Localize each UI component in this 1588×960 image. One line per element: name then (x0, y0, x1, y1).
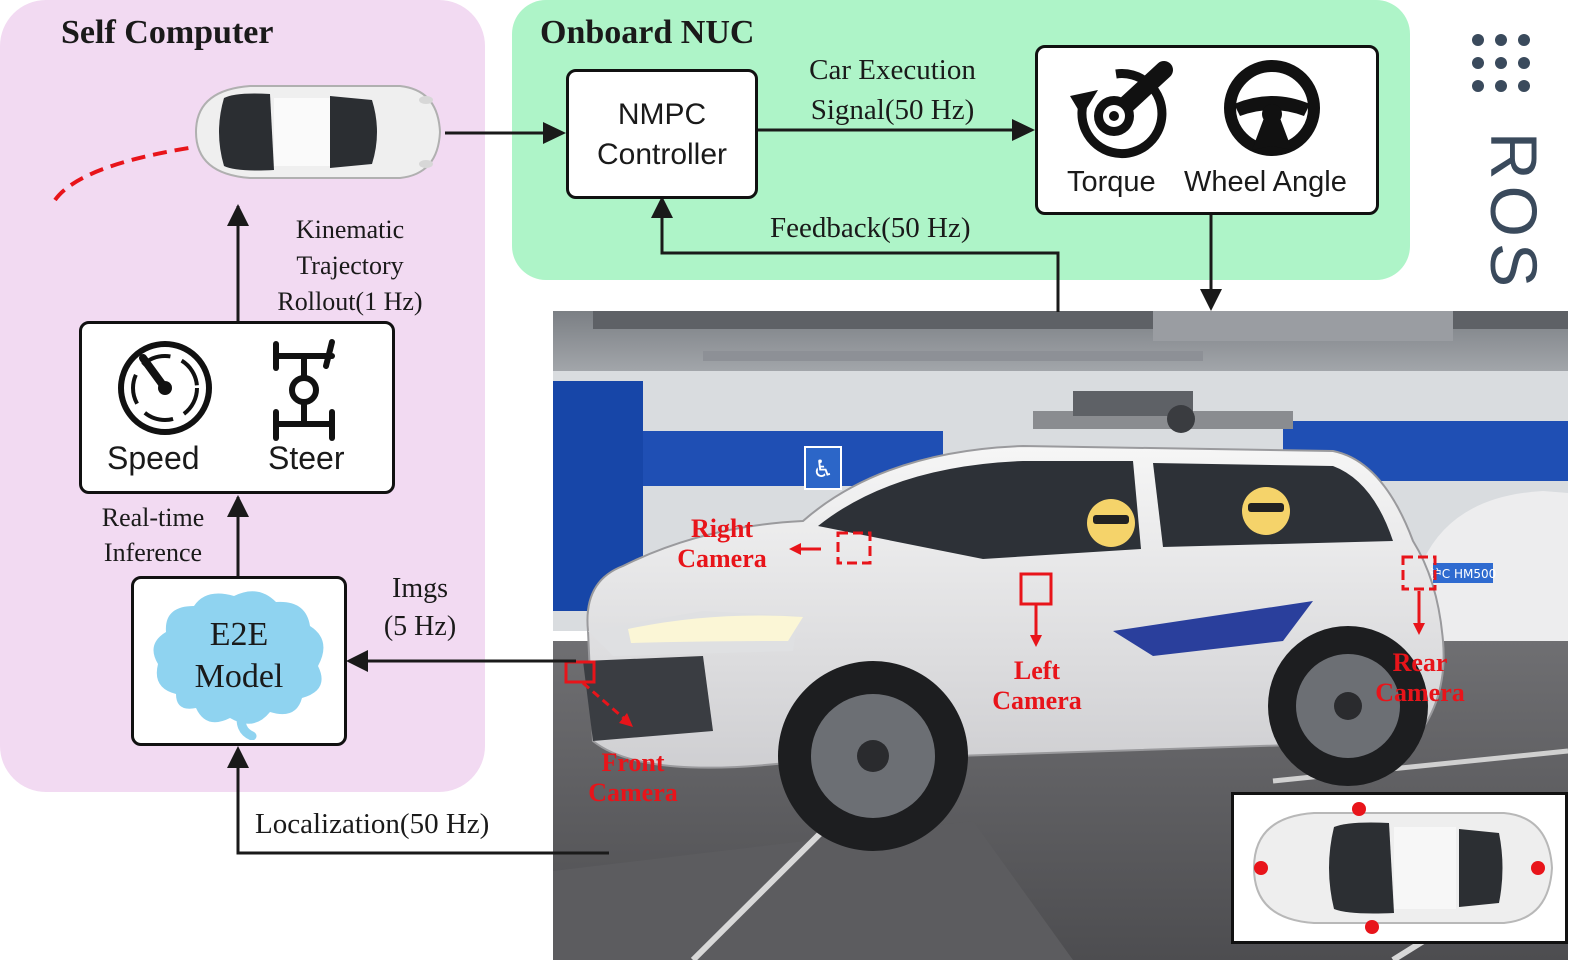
rear-camera-marker (1401, 555, 1437, 591)
vehicle-photo: ♿ 沪C HM500 (553, 311, 1568, 960)
brain-cloud-icon (153, 591, 324, 740)
arrow-feedback (660, 200, 1060, 312)
realtime-inference-label: Real-time Inference (101, 503, 205, 567)
actuator-box (1035, 45, 1379, 215)
self-computer-title: Self Computer (61, 14, 274, 51)
steer-label: Steer (268, 440, 345, 476)
nmpc-controller-box (566, 69, 758, 199)
accessibility-sign (804, 446, 842, 490)
inset-camera-dot-bottom (1365, 920, 1379, 934)
speed-label: Speed (107, 440, 200, 476)
front-grille (583, 656, 713, 741)
inset-camera-dot-rear (1531, 861, 1545, 875)
nmpc-controller-label: NMPC Controller (596, 98, 728, 171)
ego-car-icon (194, 85, 442, 179)
steering-wheel-icon (1224, 60, 1320, 156)
headlight (628, 615, 803, 643)
wheel-angle-label: Wheel Angle (1184, 166, 1347, 198)
onboard-nuc-title: Onboard NUC (540, 14, 755, 51)
trajectory-rollout (53, 145, 196, 202)
localization-label: Localization(50 Hz) (255, 808, 490, 840)
torque-label: Torque (1067, 166, 1156, 198)
inset-camera-dot-front (1254, 861, 1268, 875)
top-view-car (1252, 802, 1554, 934)
imgs-label: Imgs (5 Hz) (383, 573, 457, 642)
ros-logo-text: ROS (1477, 132, 1551, 294)
suv-windows (818, 461, 1141, 559)
car-execution-label: Car Execution Signal(50 Hz) (809, 54, 976, 126)
right-camera-marker (836, 531, 872, 565)
e2e-model-label: E2E Model (194, 616, 284, 695)
svg-text:♿: ♿ (812, 455, 834, 483)
arrow-localization (236, 750, 609, 855)
license-plate: 沪C HM500 (1430, 567, 1496, 581)
inset-camera-dot-top (1352, 802, 1366, 816)
background-car (1423, 491, 1568, 641)
speedometer-icon (118, 341, 212, 435)
feedback-label: Feedback(50 Hz) (770, 212, 971, 244)
front-camera-marker (564, 660, 596, 684)
kinematic-label: Kinematic Trajectory Rollout(1 Hz) (277, 215, 423, 316)
torque-icon (1070, 61, 1173, 159)
door-decal (1113, 601, 1313, 656)
speed-steer-box (79, 321, 395, 494)
ros-logo (1472, 34, 1530, 92)
steer-axle-icon (273, 339, 335, 441)
